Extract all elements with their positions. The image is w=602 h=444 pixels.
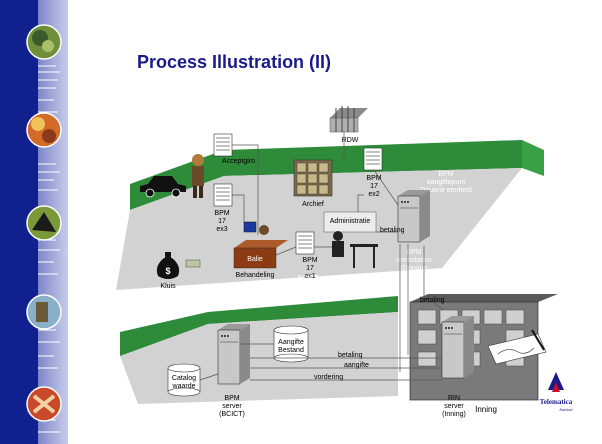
acceptgiro-label: Acceptgiro bbox=[222, 158, 255, 165]
aangiftepunt-line3: Douane eenheid bbox=[420, 187, 471, 194]
photo-medallion-3 bbox=[26, 205, 62, 241]
bpm17-ex3-line3: ex3 bbox=[216, 226, 227, 233]
money-bag-icon: $ bbox=[156, 252, 201, 279]
catalog-waarde-line1: Catalog bbox=[172, 375, 196, 382]
bcict-line1: BCICT bbox=[298, 275, 320, 282]
arrow-vordering-label: vordering bbox=[314, 374, 343, 381]
catalog-waarde-database-icon bbox=[167, 363, 201, 397]
photo-medallions bbox=[26, 24, 62, 422]
arrow-betaling-label: betaling bbox=[338, 352, 363, 359]
logo-text-line2: Instituut bbox=[558, 407, 573, 412]
balie-label: Balie bbox=[247, 256, 263, 263]
rin-server-line3: (Inning) bbox=[442, 411, 466, 418]
aangiftepunt-line2: aangiftepunt bbox=[427, 179, 466, 186]
arrow-aangifte-label: aangifte bbox=[344, 362, 369, 369]
bpm-workstation-line3: (Douane bbox=[401, 265, 428, 272]
bpm-workstation-line2: workstation bbox=[395, 257, 432, 264]
bpm-workstation-line4: eenheid) bbox=[400, 273, 427, 280]
document-bpm17-ex2-icon bbox=[363, 147, 383, 171]
clerk-at-desk-icon bbox=[332, 231, 378, 268]
bcict-line3: centrum bbox=[295, 291, 320, 298]
document-acceptgiro-icon bbox=[213, 133, 233, 157]
upper-right-wall bbox=[522, 140, 544, 176]
vertical-links bbox=[399, 244, 445, 372]
car-icon bbox=[140, 176, 186, 198]
bpm17-ex2-line2: 17 bbox=[370, 183, 378, 190]
rdw-label: RDW bbox=[342, 137, 359, 144]
photo-medallion-1 bbox=[26, 24, 62, 60]
bpm17-ex1-line3: ex1 bbox=[304, 273, 315, 280]
bcict-line2: automatiserings bbox=[283, 283, 333, 290]
process-diagram: RDW Acceptgiro BPM 17 ex3 BPM 17 ex2 BPM… bbox=[116, 106, 574, 418]
bpm-workstation-tower-icon bbox=[397, 190, 430, 243]
bpm17-ex3-line2: 17 bbox=[218, 218, 226, 225]
upper-betaling-label: betaling bbox=[380, 227, 405, 234]
catalog-waarde-line2: waarde bbox=[172, 383, 196, 390]
bpm17-ex2-line3: ex2 bbox=[368, 191, 379, 198]
bpm17-ex1-line1: BPM bbox=[302, 257, 317, 264]
photo-medallion-5 bbox=[26, 386, 62, 422]
logo-text-line1: Telematica bbox=[540, 398, 573, 406]
upper-connection-lines bbox=[232, 132, 399, 256]
photo-medallion-2 bbox=[26, 112, 62, 148]
aangifte-bestand-line2: Bestand bbox=[278, 347, 304, 354]
slide-title: Process Illustration (II) bbox=[137, 52, 332, 72]
document-bpm17-ex1-icon bbox=[295, 231, 315, 255]
lower-connection-lines bbox=[199, 343, 442, 381]
bpm17-ex3-line1: BPM bbox=[214, 210, 229, 217]
bpm-workstation-line1: BPM bbox=[406, 249, 421, 256]
archief-label: Archief bbox=[302, 201, 324, 208]
bpm17-ex2-line1: BPM bbox=[366, 175, 381, 182]
kluis-label: Kluis bbox=[160, 283, 176, 290]
administratie-box bbox=[323, 211, 377, 233]
bpm-server-line3: (BCICT) bbox=[219, 411, 245, 418]
administratie-label: Administratie bbox=[330, 218, 371, 225]
bpm-server-line1: BPM bbox=[224, 395, 239, 402]
archive-cabinet-icon bbox=[293, 159, 333, 197]
photo-medallion-4 bbox=[26, 294, 62, 330]
svg-text:$: $ bbox=[165, 266, 170, 276]
rin-server-tower-icon bbox=[441, 316, 474, 379]
aangiftepunt-line1: BPM bbox=[438, 171, 453, 178]
vertical-betaling-label: betaling bbox=[420, 297, 445, 304]
document-bpm17-ex3-icon bbox=[213, 183, 233, 207]
rin-server-line2: server bbox=[444, 403, 464, 410]
rdw-building bbox=[329, 106, 368, 133]
aangifte-bestand-line1: Aangifte bbox=[278, 339, 304, 346]
inning-label: Inning bbox=[475, 405, 497, 414]
behandeling-label: Behandeling bbox=[236, 272, 275, 279]
telematica-logo-icon bbox=[548, 372, 564, 392]
lower-left-wall bbox=[120, 312, 208, 356]
citizen-person-icon bbox=[192, 154, 204, 198]
bpm-server-line2: server bbox=[222, 403, 242, 410]
lower-back-wall bbox=[208, 296, 398, 324]
bpm17-ex1-line2: 17 bbox=[306, 265, 314, 272]
cheque-pen-icon bbox=[487, 329, 547, 365]
bpm-server-tower-icon bbox=[217, 324, 250, 385]
balie-counter-icon bbox=[233, 221, 288, 269]
rin-server-line1: RIN bbox=[448, 395, 460, 402]
